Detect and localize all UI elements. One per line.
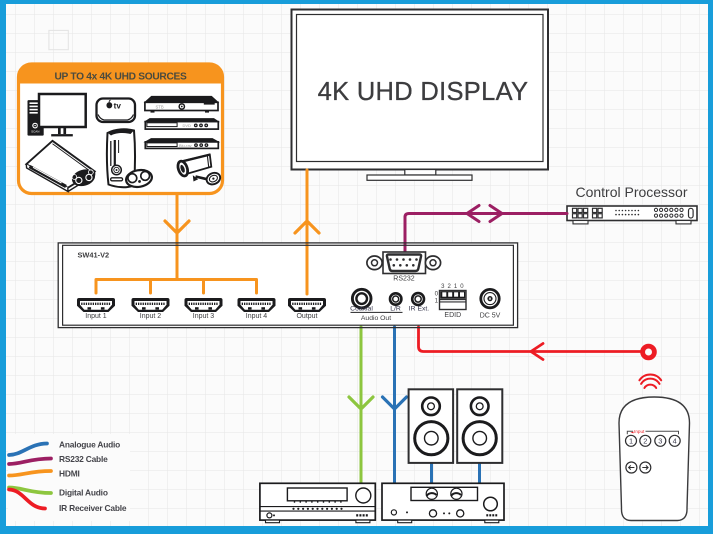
svg-text:tv: tv: [114, 101, 122, 110]
svg-text:4: 4: [673, 436, 677, 445]
svg-text:2: 2: [643, 436, 647, 445]
svg-text:4K UHD DISPLAY: 4K UHD DISPLAY: [318, 78, 529, 106]
svg-text:DVD: DVD: [183, 123, 192, 128]
svg-text:0: 0: [435, 291, 439, 298]
svg-text:IR Ext.: IR Ext.: [409, 306, 430, 313]
svg-text:Analogue Audio: Analogue Audio: [59, 440, 120, 450]
svg-text:Control Processor: Control Processor: [575, 184, 687, 200]
svg-text:DC 5V: DC 5V: [480, 313, 501, 320]
svg-text:Input 1: Input 1: [85, 313, 107, 320]
svg-text:3: 3: [658, 436, 662, 445]
svg-text:1: 1: [629, 436, 633, 445]
svg-text:1: 1: [435, 298, 439, 305]
svg-text:SW41-V2: SW41-V2: [78, 251, 110, 260]
svg-text:3 2 1 0: 3 2 1 0: [441, 284, 464, 290]
svg-text:Input 3: Input 3: [193, 313, 215, 320]
svg-text:Output: Output: [296, 313, 317, 320]
svg-text:Input 2: Input 2: [140, 313, 162, 320]
svg-text:IR Receiver Cable: IR Receiver Cable: [59, 503, 127, 513]
svg-text:SCAN: SCAN: [31, 130, 39, 134]
svg-text:Blu-ray: Blu-ray: [179, 143, 192, 148]
svg-text:STB: STB: [156, 104, 164, 109]
svg-text:L/R: L/R: [390, 306, 401, 313]
svg-text:EDID: EDID: [444, 312, 461, 319]
svg-text:Audio Out: Audio Out: [361, 315, 391, 322]
svg-text:Input: Input: [634, 429, 645, 434]
svg-text:Digital Audio: Digital Audio: [59, 488, 108, 498]
svg-text:RS232 Cable: RS232 Cable: [59, 454, 108, 464]
svg-text:Input 4: Input 4: [246, 313, 268, 320]
svg-text:HDMI: HDMI: [59, 469, 80, 479]
svg-text:UP TO 4x 4K UHD SOURCES: UP TO 4x 4K UHD SOURCES: [55, 72, 187, 83]
svg-text:Coaxial: Coaxial: [350, 306, 373, 313]
svg-text:RS232: RS232: [393, 276, 415, 283]
